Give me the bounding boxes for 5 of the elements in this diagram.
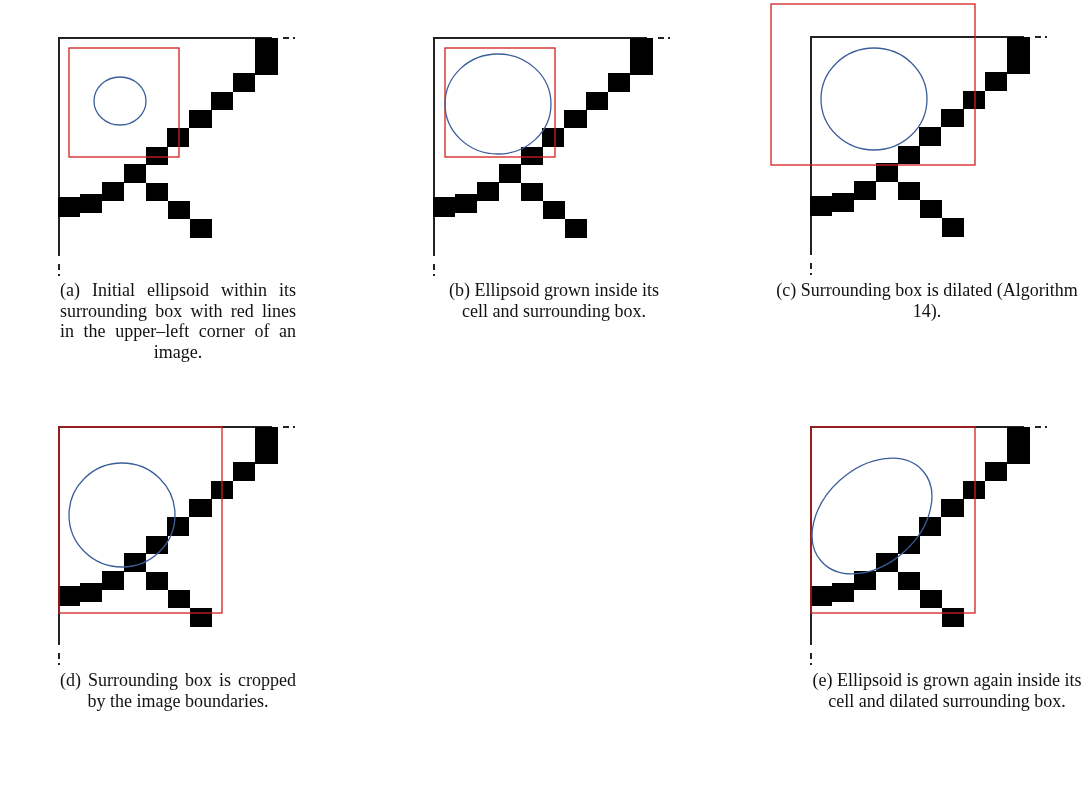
caption: (c) Surrounding box is dilated (Algorithm 14). [775, 280, 1079, 321]
caption: (e) Ellipsoid is grown again inside its cell and dilated surrounding box. [811, 670, 1083, 711]
caption: (b) Ellipsoid grown inside its cell and surrounding box. [448, 280, 660, 321]
caption: (d) Surrounding box is cropped by the image boundaries. [60, 670, 296, 711]
caption: (a) Initial ellipsoid within its surrounding box with red lines in the upper–left corner of an image. [60, 280, 296, 362]
